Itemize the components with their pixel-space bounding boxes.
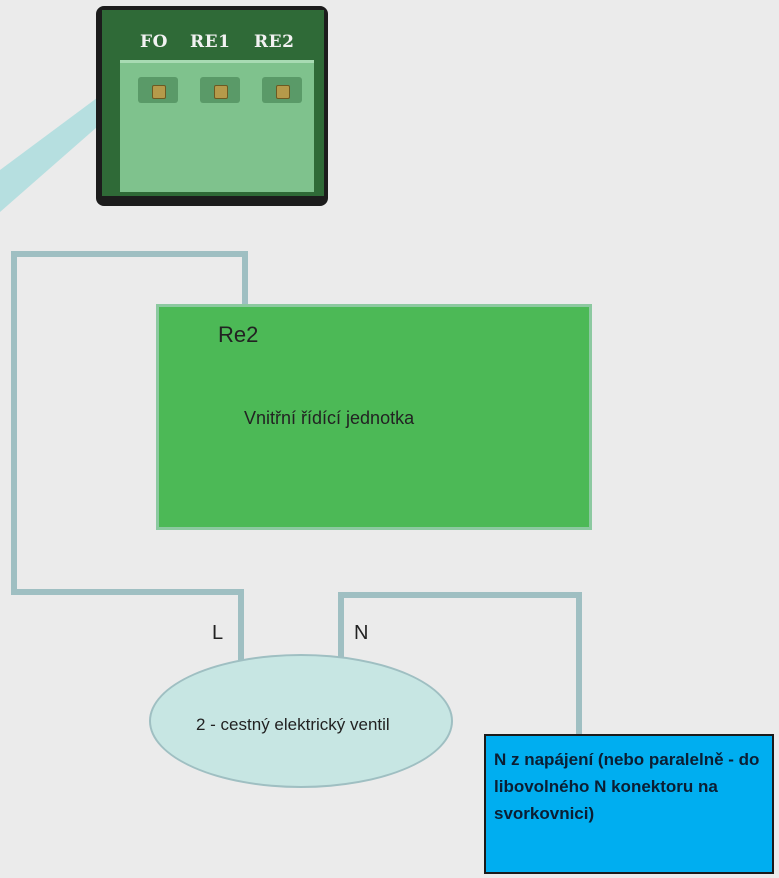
valve-ellipse <box>149 654 453 788</box>
terminal-label-re2: RE2 <box>254 32 295 52</box>
connector-photo: FO RE1 RE2 <box>96 6 328 206</box>
callout-wedge <box>0 92 105 212</box>
neutral-note-text: N z napájení (nebo paralelně - do libovo… <box>494 750 760 823</box>
neutral-wire-label: N <box>354 622 369 644</box>
terminal-block <box>120 60 314 192</box>
screw-icon <box>214 85 228 99</box>
screw-icon <box>152 85 166 99</box>
wire-live <box>11 251 248 660</box>
wire-neutral <box>338 592 582 736</box>
screw-icon <box>276 85 290 99</box>
neutral-note-box <box>484 734 774 874</box>
terminal-label-re1: RE1 <box>190 32 231 52</box>
terminal-label-fo: FO <box>140 32 168 52</box>
valve-label: 2 - cestný elektrický ventil <box>196 715 390 734</box>
control-unit-label: Vnitřní řídící jednotka <box>244 408 415 428</box>
live-wire-label: L <box>212 622 224 644</box>
relay-label: Re2 <box>218 322 259 347</box>
pcb-board: FO RE1 RE2 <box>102 10 324 196</box>
control-unit-box <box>156 304 592 530</box>
